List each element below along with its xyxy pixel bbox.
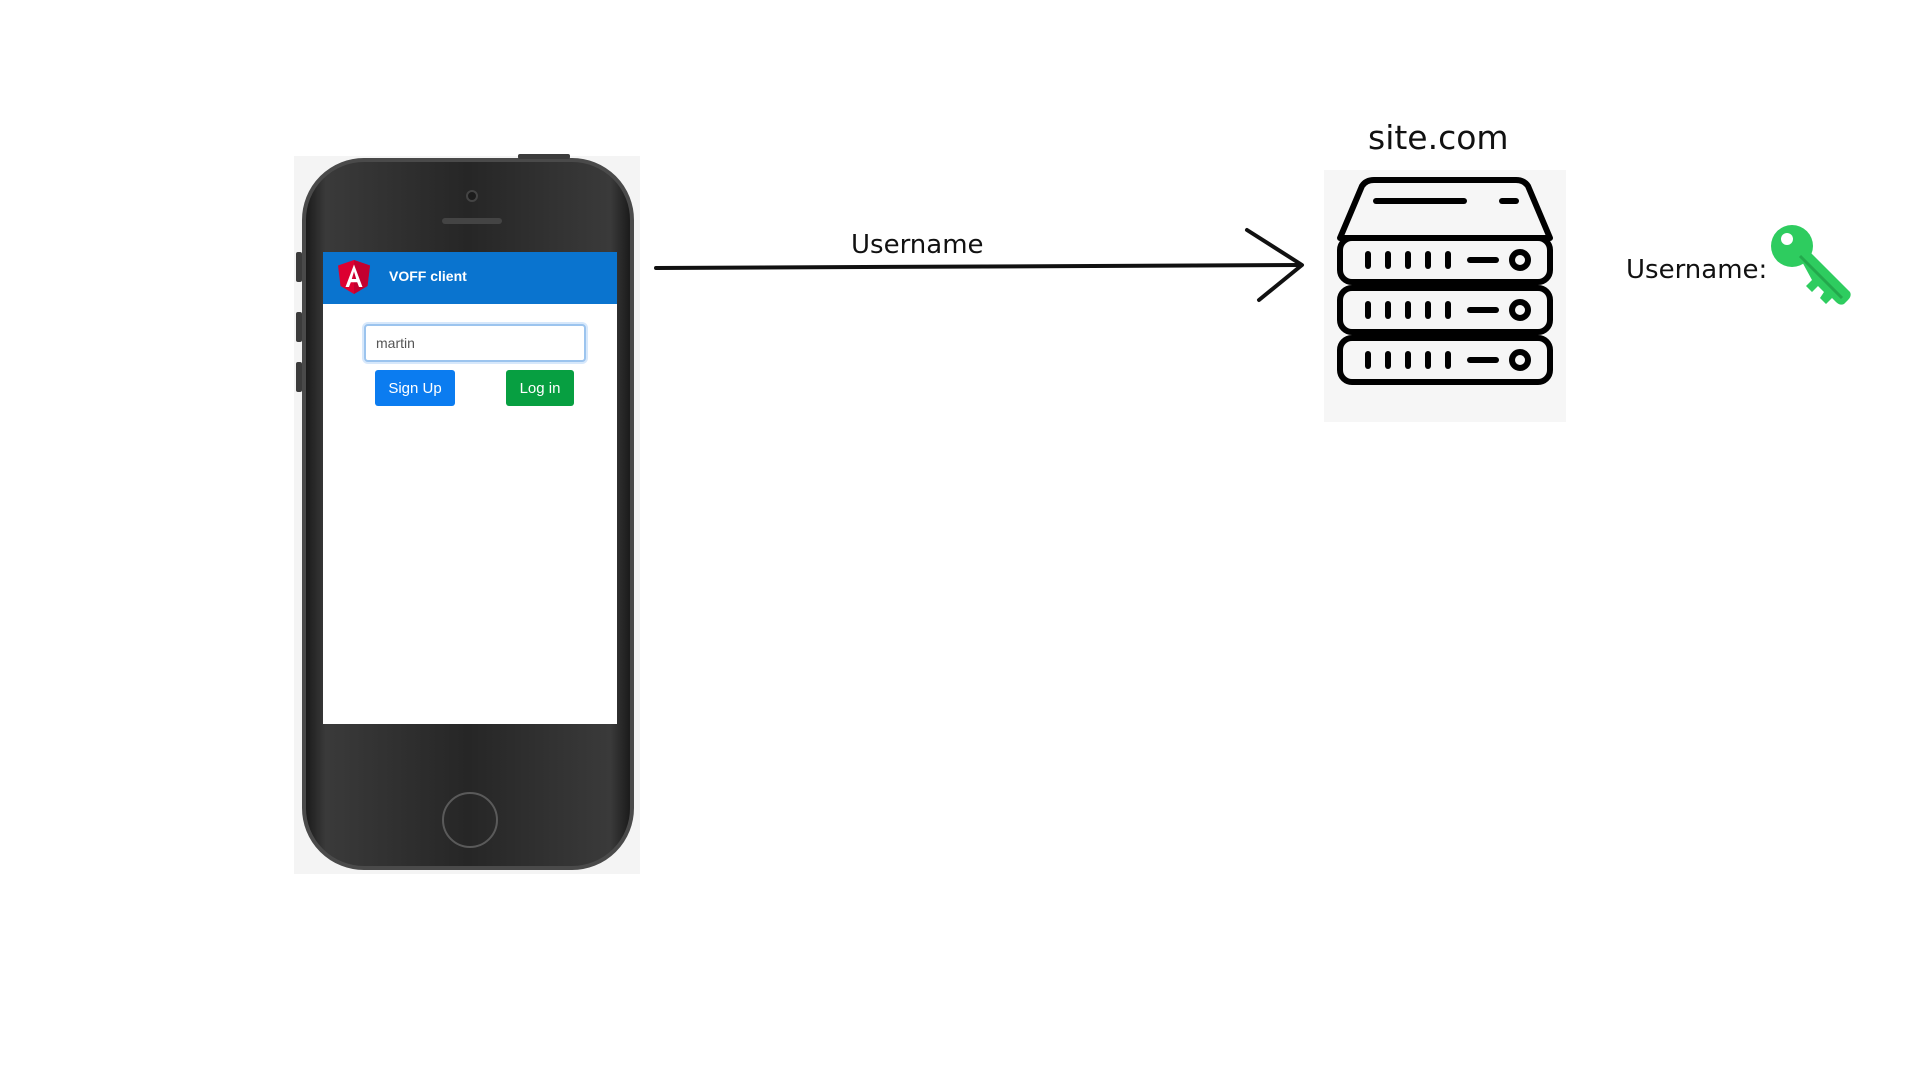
stored-username-label: Username: [1626, 255, 1768, 285]
log-in-button[interactable]: Log in [506, 370, 574, 406]
phone-screen: VOFF client Sign Up Log in [323, 252, 617, 724]
sign-up-button[interactable]: Sign Up [375, 370, 455, 406]
phone-device: VOFF client Sign Up Log in [296, 154, 634, 870]
arrow-label: Username [851, 230, 984, 260]
app-title: VOFF client [389, 268, 467, 284]
phone-volume-up [296, 312, 302, 342]
phone-speaker [442, 218, 502, 224]
phone-volume-down [296, 362, 302, 392]
app-header: VOFF client [323, 252, 617, 304]
arrow-shaft [654, 263, 1302, 270]
angular-logo-icon [338, 260, 370, 294]
phone-camera [466, 190, 478, 202]
username-input[interactable] [364, 324, 586, 362]
phone-mute-switch [296, 252, 302, 282]
phone-power-button [518, 154, 570, 159]
server-rack-icon [1337, 177, 1553, 385]
phone-home-button [442, 792, 498, 848]
arrow-head [1245, 228, 1304, 302]
server-title: site.com [1368, 118, 1509, 157]
key-icon [1771, 225, 1851, 305]
